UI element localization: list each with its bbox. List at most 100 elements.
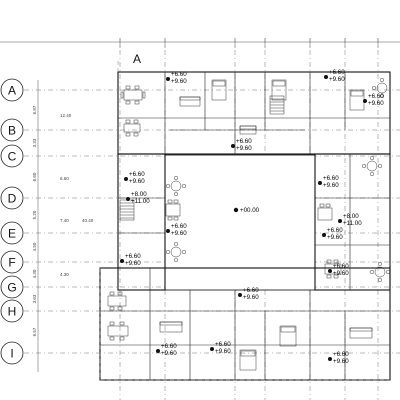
grid-bubble-b: B bbox=[0, 118, 24, 142]
level-mark-lower: +6.60 bbox=[236, 138, 252, 145]
svg-text:A: A bbox=[8, 84, 16, 98]
column-grid-label: A bbox=[133, 52, 141, 66]
svg-text:D: D bbox=[8, 192, 17, 206]
row-dimension-labels: 6.87 3.33 6.60 5.20 4.50 4.30 3.63 6.57 bbox=[32, 105, 37, 336]
level-mark-lower: +8.00 bbox=[343, 213, 359, 220]
level-mark-upper: +9.60 bbox=[129, 178, 145, 185]
round-table-symbol bbox=[361, 155, 383, 177]
svg-text:6.87: 6.87 bbox=[32, 105, 37, 114]
round-table-symbol bbox=[369, 261, 391, 283]
level-mark-dot bbox=[322, 233, 326, 237]
level-mark-upper: +9.60 bbox=[329, 76, 345, 83]
level-mark-dot bbox=[156, 349, 160, 353]
svg-text:H: H bbox=[8, 305, 17, 319]
level-mark-dot bbox=[231, 144, 235, 148]
dining-table-symbol bbox=[120, 85, 146, 105]
svg-text:C: C bbox=[8, 150, 17, 164]
level-mark-lower: +6.60 bbox=[243, 287, 259, 294]
level-mark: +6.60+9.60 bbox=[238, 287, 259, 301]
level-mark-dot bbox=[328, 269, 332, 273]
level-mark-dot bbox=[210, 347, 214, 351]
bed-symbol bbox=[239, 349, 257, 371]
sofa-symbol bbox=[159, 321, 183, 333]
level-mark: +8.00+11.00 bbox=[126, 191, 150, 205]
grid-bubble-g: G bbox=[0, 275, 24, 299]
level-mark-dot bbox=[126, 197, 130, 201]
grid-bubble-f: F bbox=[0, 250, 24, 274]
level-mark-dot bbox=[328, 357, 332, 361]
level-mark-lower: +6.60 bbox=[215, 341, 231, 348]
level-mark-dot bbox=[338, 219, 342, 223]
level-mark-lower: +6.60 bbox=[333, 263, 349, 270]
svg-text:F: F bbox=[8, 256, 15, 270]
svg-text:3.63: 3.63 bbox=[32, 294, 37, 303]
level-mark: +6.60+9.60 bbox=[156, 343, 177, 357]
level-mark: +6.60+9.60 bbox=[363, 93, 384, 107]
level-mark-upper: +9.60 bbox=[243, 294, 259, 301]
level-mark: +6.60+9.60 bbox=[324, 69, 345, 83]
dining-table-symbol bbox=[123, 119, 141, 137]
svg-text:3.33: 3.33 bbox=[32, 138, 37, 147]
level-mark-dot bbox=[166, 77, 170, 81]
level-mark: +6.60+9.60 bbox=[210, 341, 231, 355]
level-mark-upper: +9.60 bbox=[333, 270, 349, 277]
dining-table-symbol bbox=[324, 259, 342, 279]
level-mark: +6.60+9.60 bbox=[322, 227, 343, 241]
side-dimension-labels: 12.40 6.60 7.40 40.40 4.30 bbox=[60, 113, 94, 277]
bed-symbol bbox=[271, 79, 287, 101]
grid-bubble-a: A bbox=[0, 78, 24, 102]
level-mark-lower: +6.60 bbox=[125, 253, 141, 260]
svg-text:5.20: 5.20 bbox=[32, 210, 37, 219]
svg-text:4.30: 4.30 bbox=[60, 272, 69, 277]
svg-text:40.40: 40.40 bbox=[82, 218, 94, 223]
level-mark-upper: +9.60 bbox=[171, 230, 187, 237]
level-mark: +6.60+9.60 bbox=[328, 263, 349, 277]
bed-symbol bbox=[211, 79, 227, 101]
level-mark-dot bbox=[324, 75, 328, 79]
level-mark-lower: +6.60 bbox=[329, 69, 345, 76]
level-mark-upper: +11.00 bbox=[131, 198, 150, 205]
level-mark-upper: +9.60 bbox=[125, 260, 141, 267]
level-mark-upper: +9.60 bbox=[368, 100, 384, 107]
furniture-symbols bbox=[107, 77, 391, 371]
svg-text:G: G bbox=[7, 281, 16, 295]
round-table-symbol bbox=[165, 175, 187, 197]
dining-table-symbol bbox=[317, 203, 333, 221]
level-mark-upper: +9.60 bbox=[327, 234, 343, 241]
level-mark: +6.60+9.60 bbox=[166, 223, 187, 237]
sofa-symbol bbox=[179, 96, 201, 107]
dining-table-symbol bbox=[107, 321, 129, 341]
level-mark-upper: +11.00 bbox=[343, 220, 362, 227]
level-mark-lower: +6.60 bbox=[327, 227, 343, 234]
level-mark: +8.00+11.00 bbox=[338, 213, 362, 227]
level-mark-lower: +6.60 bbox=[161, 343, 177, 350]
level-mark: +6.60+9.60 bbox=[318, 175, 339, 189]
bed-symbol bbox=[349, 89, 365, 111]
level-mark-lower: +6.60 bbox=[323, 175, 339, 182]
level-mark-upper: +9.60 bbox=[161, 350, 177, 357]
round-table-symbol bbox=[371, 77, 388, 99]
level-mark-upper: +9.60 bbox=[333, 358, 349, 365]
grid-bubble-c: C bbox=[0, 144, 24, 168]
round-table-symbol bbox=[165, 241, 187, 263]
grid-bubble-e: E bbox=[0, 221, 24, 245]
level-mark: +6.60+9.60 bbox=[166, 71, 187, 85]
dining-table-symbol bbox=[107, 291, 127, 311]
grid-bubble-i: I bbox=[0, 341, 24, 365]
level-mark: +6.60+9.60 bbox=[231, 138, 252, 152]
level-mark: +6.60+9.60 bbox=[124, 171, 145, 185]
level-mark-upper: +9.60 bbox=[215, 348, 231, 355]
svg-text:6.57: 6.57 bbox=[32, 327, 37, 336]
level-mark-dot bbox=[120, 259, 124, 263]
level-mark-lower: +8.00 bbox=[131, 191, 147, 198]
level-mark-dot bbox=[238, 293, 242, 297]
level-mark: +6.60+9.60 bbox=[120, 253, 141, 267]
svg-text:6.60: 6.60 bbox=[32, 172, 37, 181]
level-mark-upper: +9.60 bbox=[171, 78, 187, 85]
stair-symbol bbox=[269, 95, 285, 115]
level-mark-upper: +9.60 bbox=[236, 145, 252, 152]
level-mark-lower: +6.60 bbox=[129, 171, 145, 178]
svg-text:7.40: 7.40 bbox=[60, 218, 69, 223]
level-mark-dot bbox=[363, 99, 367, 103]
